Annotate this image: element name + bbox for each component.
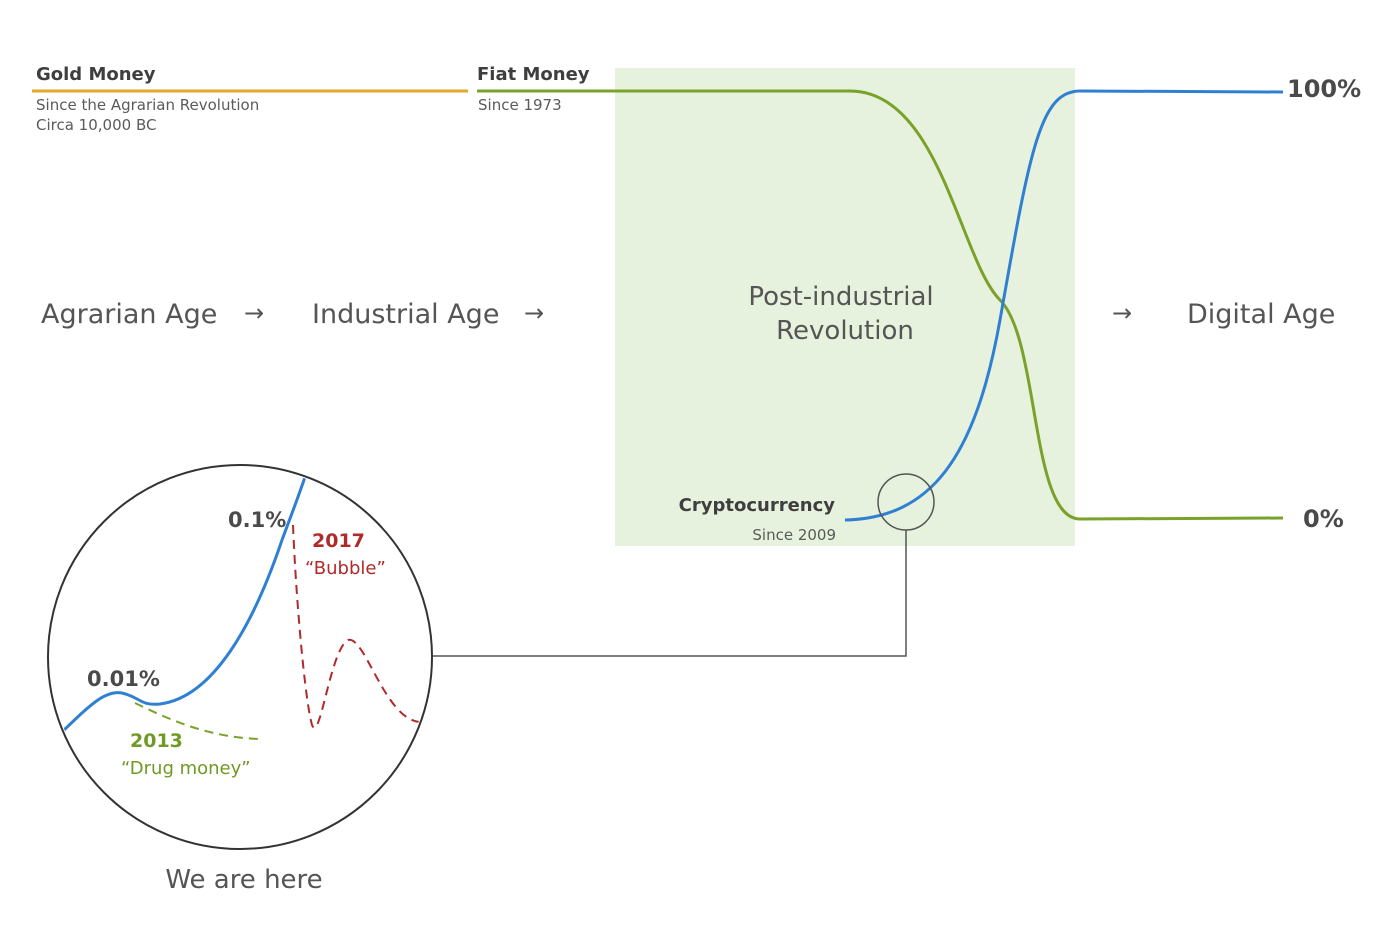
- gold-money-title: Gold Money: [36, 64, 156, 85]
- crypto-adoption-curve: [844, 89, 1284, 522]
- post-industrial-band: [615, 68, 1075, 546]
- zoomed-crypto-curve: [60, 467, 322, 734]
- arrow-agrarian-industrial: →: [244, 299, 264, 327]
- post-industrial-label-line1: Post-industrial: [748, 282, 933, 312]
- agrarian-age-label: Agrarian Age: [41, 299, 217, 330]
- drug-money-dashed-line: [134, 702, 263, 740]
- gold-money-circa: Circa 10,000 BC: [36, 116, 156, 134]
- drug-money-year-label: 2013: [130, 730, 183, 752]
- scale-top-label: 100%: [1287, 75, 1361, 103]
- zoom-detail: [60, 467, 421, 740]
- bubble-quote-label: “Bubble”: [305, 558, 386, 579]
- industrial-age-label: Industrial Age: [312, 299, 499, 330]
- digital-age-label: Digital Age: [1187, 299, 1335, 330]
- cryptocurrency-since: Since 2009: [752, 526, 836, 544]
- scale-bottom-label: 0%: [1303, 505, 1344, 533]
- zoom-connector-line: [432, 530, 907, 657]
- cryptocurrency-title: Cryptocurrency: [679, 495, 836, 516]
- zoom-circle: [47, 464, 433, 850]
- fiat-money-title: Fiat Money: [477, 64, 590, 85]
- arrow-post-digital: →: [1112, 299, 1132, 327]
- drug-money-quote-label: “Drug money”: [121, 758, 251, 779]
- fiat-money-since: Since 1973: [478, 96, 562, 114]
- fiat-money-curve: [477, 89, 1284, 521]
- gold-money-since: Since the Agrarian Revolution: [36, 96, 259, 114]
- zoom-label-01-percent: 0.1%: [228, 508, 286, 532]
- bubble-dashed-line: [292, 524, 421, 729]
- bubble-year-label: 2017: [312, 530, 365, 552]
- arrow-industrial-post: →: [524, 299, 544, 327]
- zoom-label-001-percent: 0.01%: [87, 667, 160, 691]
- we-are-here-caption: We are here: [165, 865, 322, 895]
- post-industrial-label-line2: Revolution: [776, 316, 914, 346]
